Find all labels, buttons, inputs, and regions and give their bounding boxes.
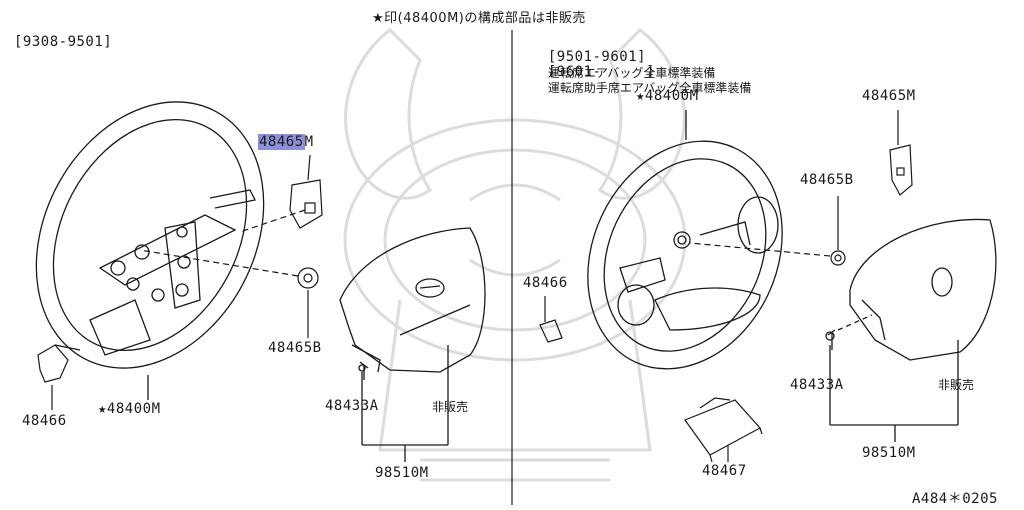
right-label-48400m: ★48400M <box>636 88 699 104</box>
highlight-48465[interactable]: 48465 <box>258 134 305 150</box>
header-note: ★印(48400M)の構成部品は非販売 <box>372 11 586 26</box>
right-label-48466: 48466 <box>523 275 568 291</box>
right-label-48465m: 48465M <box>862 88 916 104</box>
left-label-48465b: 48465B <box>268 340 322 356</box>
right-note-2: [9601- ] 運転席助手席エアバッグ全車標準装備 <box>530 48 752 96</box>
right-48467-cover <box>684 397 763 463</box>
right-label-98510m: 98510M <box>862 445 916 461</box>
right-airbag-module <box>825 218 997 442</box>
left-period-label: [9308-9501] <box>14 34 113 50</box>
label-suffix-m: M <box>304 134 314 150</box>
right-label-48467: 48467 <box>702 463 747 479</box>
left-48465m-cover <box>239 154 323 233</box>
right-note-1: [9501-9601] 運転席エアバッグ全車標準装備 <box>530 33 716 81</box>
left-label-98510m: 98510M <box>375 465 429 481</box>
watermark-crest <box>343 28 687 482</box>
left-label-48465m: 48465M <box>258 134 314 150</box>
left-48465b-nut <box>139 249 319 338</box>
right-note-2-period: [9601- ] <box>547 64 656 80</box>
right-note-1-text: 運転席エアバッグ全車標準装備 <box>547 66 716 80</box>
left-label-48400m: ★48400M <box>98 401 161 417</box>
right-steering-wheel <box>587 110 783 370</box>
right-label-48433a: 48433A <box>790 377 844 393</box>
right-label-48465b: 48465B <box>800 172 854 188</box>
right-note-2-text: 運転席助手席エアバッグ全車標準装備 <box>547 81 752 95</box>
right-48465b-nut <box>689 196 846 266</box>
right-note-1-period: [9501-9601] <box>547 49 647 65</box>
right-48465m-part <box>889 110 913 196</box>
footer-code: A484＊0205 <box>912 491 998 507</box>
left-48466-clip <box>37 344 81 410</box>
right-label-not-for-sale: 非販売 <box>938 378 975 392</box>
left-airbag-module <box>339 227 486 462</box>
left-steering-wheel <box>35 101 265 400</box>
left-label-48466: 48466 <box>22 413 67 429</box>
left-label-48433a: 48433A <box>325 398 379 414</box>
right-48466-clip <box>539 296 563 343</box>
left-label-not-for-sale: 非販売 <box>432 400 469 414</box>
